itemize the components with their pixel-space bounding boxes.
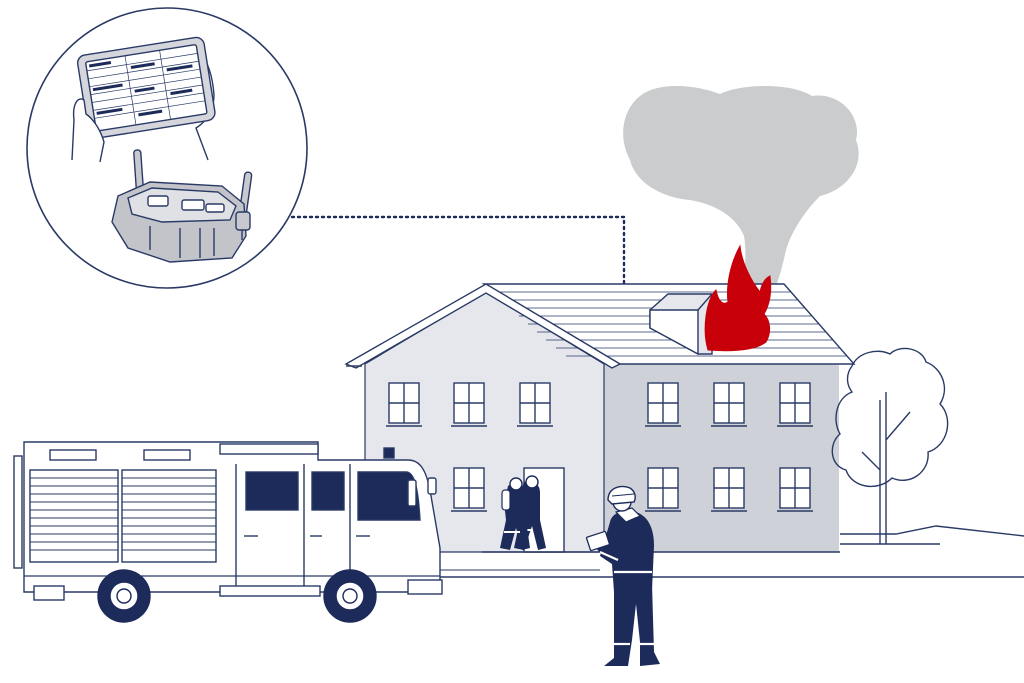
handheld-tablet-icon bbox=[585, 530, 611, 552]
firefighter-icon bbox=[585, 485, 660, 666]
truck-window bbox=[245, 471, 299, 511]
window bbox=[711, 467, 747, 512]
house-windows bbox=[386, 382, 813, 512]
truck-wheel-rear bbox=[97, 569, 151, 623]
window bbox=[645, 382, 681, 427]
truck-shutters bbox=[29, 469, 217, 563]
truck-wheel-front bbox=[323, 569, 377, 623]
fire-icon bbox=[704, 244, 772, 352]
smoke-icon bbox=[623, 85, 859, 306]
fire-truck-icon bbox=[13, 441, 443, 623]
inset-circle bbox=[26, 7, 308, 289]
firefighter-entering-2 bbox=[500, 477, 530, 550]
window bbox=[711, 382, 747, 427]
truck-window bbox=[311, 471, 345, 511]
tree-icon bbox=[831, 347, 1024, 545]
window bbox=[451, 467, 487, 512]
window bbox=[451, 382, 487, 427]
connection-dotted-line bbox=[290, 215, 626, 474]
window bbox=[645, 467, 681, 512]
roof-box bbox=[649, 293, 713, 356]
window bbox=[517, 382, 553, 427]
window bbox=[777, 382, 813, 427]
window bbox=[777, 467, 813, 512]
ground-lines bbox=[424, 569, 1024, 578]
window bbox=[386, 382, 422, 427]
radio-gateway-icon bbox=[111, 149, 253, 263]
tablet-icon bbox=[71, 36, 216, 163]
